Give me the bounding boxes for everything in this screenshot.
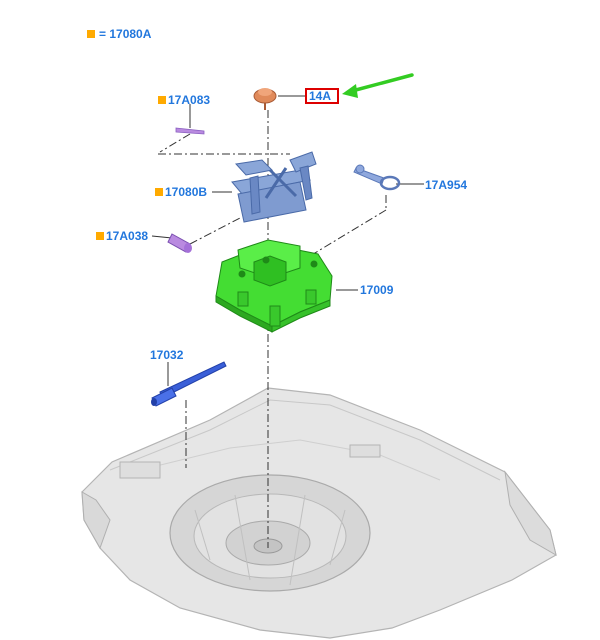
cap-label-highlight-box [305, 88, 339, 104]
pin-icon [175, 127, 205, 135]
jack-handle-icon [151, 361, 227, 407]
legend-text: = 17080A [99, 27, 152, 41]
bracket-marker [155, 188, 163, 196]
pin-lower-marker [96, 232, 104, 240]
bracket-icon [231, 151, 317, 223]
handle-label: 17032 [150, 348, 184, 362]
bracket-label: 17080B [165, 185, 207, 199]
wheel-wrench-icon [353, 164, 401, 191]
cap-label: 14A [309, 89, 331, 103]
legend: = 17080A [87, 27, 152, 41]
pin-top-marker [158, 96, 166, 104]
jack-label: 17009 [360, 283, 394, 297]
legend-marker [87, 30, 95, 38]
floor-pan [81, 387, 557, 639]
screw-cap-icon [253, 88, 277, 110]
wrench-label: 17A954 [425, 178, 467, 192]
callout-arrow-icon [342, 73, 414, 98]
pin-top-label: 17A083 [168, 93, 210, 107]
pin-lower-leader [151, 235, 173, 239]
bolt-icon [167, 233, 192, 253]
jack-base-icon [215, 239, 333, 333]
pin-lower-label: 17A038 [106, 229, 148, 243]
